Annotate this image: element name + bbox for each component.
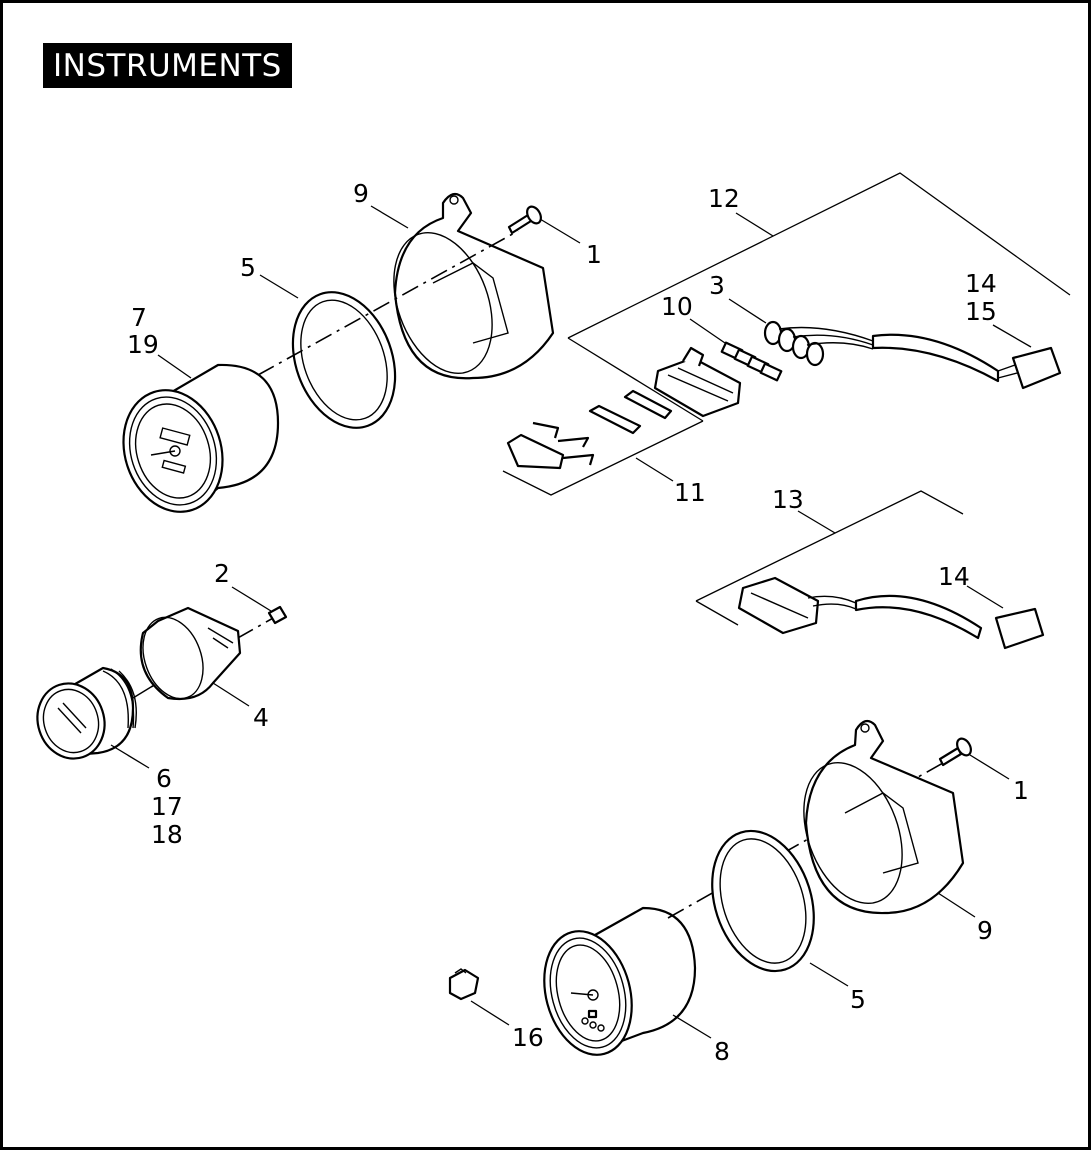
nut[interactable] [267,605,288,625]
callout-plug-mid: 14 [938,562,970,591]
callout-sockets: 10 [661,292,693,321]
callout-screw-top: 1 [586,240,602,269]
instrument-housing-bottom[interactable] [786,719,965,917]
callout-speedo-top-alt: 19 [127,330,159,359]
plug-connector-mid[interactable] [994,607,1045,650]
connector-kit[interactable] [506,421,595,470]
callout-bulbs: 3 [709,271,725,300]
callout-tachometer-alt-b: 18 [151,820,183,849]
callout-speedo-bottom: 8 [714,1037,730,1066]
bulb-cluster[interactable] [763,320,874,367]
bulb-sockets[interactable] [720,341,783,382]
speedometer-top[interactable] [108,363,280,525]
callout-housing-top: 9 [353,179,369,208]
tach-stud [132,686,152,699]
trim-ring-top[interactable] [275,278,413,442]
callout-speedo-top: 7 [131,303,147,332]
cap[interactable] [448,968,480,1001]
callout-ring-top: 5 [240,253,256,282]
page-title: INSTRUMENTS [43,43,292,88]
callout-ring-bottom: 5 [850,985,866,1014]
callout-tach-bracket: 4 [253,703,269,732]
connector-kit-bracket [502,420,704,496]
callout-tachometer-alt-a: 17 [151,792,183,821]
callout-tachometer: 6 [156,764,172,793]
connector-housing-top[interactable] [653,346,742,418]
harness-kit-bracket-mid [695,490,964,626]
leader-lines [110,205,1032,1039]
tach-bracket[interactable] [132,606,242,707]
plug-connector-top[interactable] [997,346,1062,390]
harness-cable-mid [807,594,983,640]
connector-housing-mid[interactable] [737,576,820,635]
callout-harness-kit-mid: 13 [772,485,804,514]
callout-housing-bottom: 9 [977,916,993,945]
callout-cap: 16 [512,1023,544,1052]
callout-plug-top: 14 [965,269,997,298]
callout-labels: 9 1 5 7 19 12 3 10 14 15 11 13 14 2 4 6 … [127,179,1029,1066]
screw-top[interactable] [507,204,544,235]
callout-screw-bottom: 1 [1013,776,1029,805]
tachometer[interactable] [28,666,137,767]
callout-nut: 2 [214,559,230,588]
callout-connector-kit: 11 [674,478,706,507]
harness-kit-bracket-top [567,172,1071,422]
harness-cable-top [871,333,1000,383]
instrument-housing-top[interactable] [376,192,555,387]
trim-ring-bottom[interactable] [695,818,831,985]
screw-bottom[interactable] [938,736,974,767]
speedometer-bottom[interactable] [531,906,697,1065]
parts-drawing: 9 1 5 7 19 12 3 10 14 15 11 13 14 2 4 6 … [28,172,1071,1066]
terminal-strip[interactable] [588,389,673,435]
callout-harness-kit-top: 12 [708,184,740,213]
callout-plug-top-alt: 15 [965,297,997,326]
